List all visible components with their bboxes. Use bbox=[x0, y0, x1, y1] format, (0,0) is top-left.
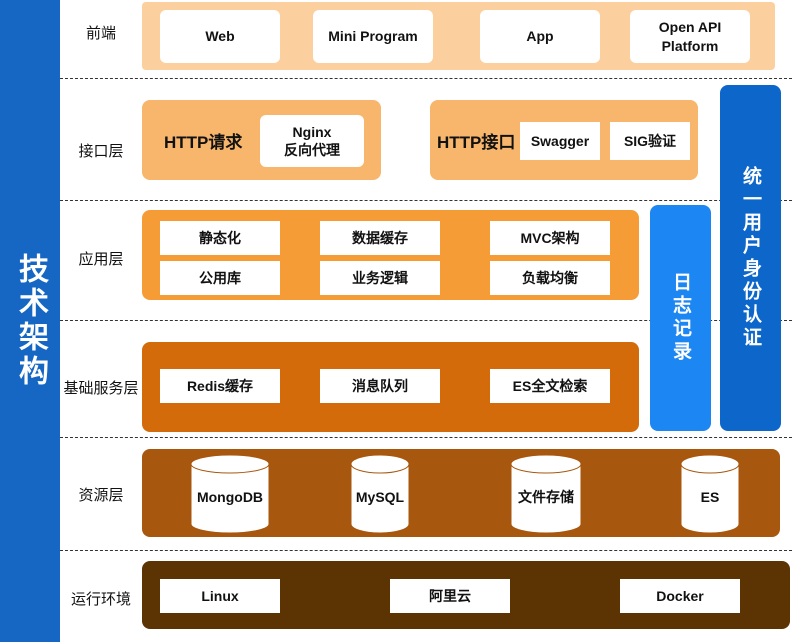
resource-cylinder-file-storage: 文件存储 bbox=[510, 454, 582, 534]
separator bbox=[60, 437, 792, 438]
app-item-load-balance: 负载均衡 bbox=[490, 261, 610, 295]
app-item-static: 静态化 bbox=[160, 221, 280, 255]
side-title: 技术架构 bbox=[0, 0, 60, 642]
base-item-redis: Redis缓存 bbox=[160, 369, 280, 403]
swagger-box: Swagger bbox=[520, 122, 600, 160]
layer-label-frontend: 前端 bbox=[85, 24, 116, 42]
sidebar bbox=[0, 0, 60, 642]
app-item-common-lib: 公用库 bbox=[160, 261, 280, 295]
runtime-item-docker: Docker bbox=[620, 579, 740, 613]
database-icon bbox=[680, 454, 740, 534]
layer-label-application: 应用层 bbox=[78, 250, 124, 268]
base-item-es-search: ES全文检索 bbox=[490, 369, 610, 403]
app-item-cache: 数据缓存 bbox=[320, 221, 440, 255]
frontend-web-box: Web bbox=[160, 10, 280, 63]
separator bbox=[60, 78, 792, 79]
resource-label-mongodb: MongoDB bbox=[196, 489, 264, 505]
app-item-mvc: MVC架构 bbox=[490, 221, 610, 255]
base-item-mq: 消息队列 bbox=[320, 369, 440, 403]
auth-bar: 统一用户身份认证 bbox=[720, 85, 781, 431]
separator bbox=[60, 200, 792, 201]
separator bbox=[60, 320, 792, 321]
frontend-open-api-box: Open API Platform bbox=[630, 10, 750, 63]
resource-cylinder-mysql: MySQL bbox=[350, 454, 410, 534]
database-icon bbox=[190, 454, 270, 534]
log-bar: 日志记录 bbox=[650, 205, 711, 431]
resource-label-mysql: MySQL bbox=[355, 489, 405, 505]
resource-label-es: ES bbox=[700, 489, 720, 505]
resource-cylinder-es: ES bbox=[680, 454, 740, 534]
resource-label-file-storage: 文件存储 bbox=[518, 489, 574, 505]
resource-cylinder-mongodb: MongoDB bbox=[190, 454, 270, 534]
sig-box: SIG验证 bbox=[610, 122, 690, 160]
separator bbox=[60, 550, 792, 551]
http-request-label: HTTP请求 bbox=[164, 132, 243, 152]
http-interface-label: HTTP接口 bbox=[437, 132, 516, 152]
side-title-text: 技术架构 bbox=[14, 253, 47, 389]
layer-label-runtime: 运行环境 bbox=[70, 590, 131, 608]
app-item-business-logic: 业务逻辑 bbox=[320, 261, 440, 295]
nginx-box: Nginx 反向代理 bbox=[260, 115, 364, 167]
frontend-app-box: App bbox=[480, 10, 600, 63]
database-icon bbox=[350, 454, 410, 534]
runtime-item-aliyun: 阿里云 bbox=[390, 579, 510, 613]
layer-label-base-service: 基础服务层 bbox=[63, 379, 139, 397]
frontend-mini-program-box: Mini Program bbox=[313, 10, 433, 63]
layer-label-resource: 资源层 bbox=[78, 486, 124, 504]
runtime-item-linux: Linux bbox=[160, 579, 280, 613]
auth-bar-text: 统一用户身份认证 bbox=[740, 166, 761, 350]
layer-label-api: 接口层 bbox=[78, 142, 124, 160]
log-bar-text: 日志记录 bbox=[670, 272, 691, 364]
database-icon bbox=[510, 454, 582, 534]
